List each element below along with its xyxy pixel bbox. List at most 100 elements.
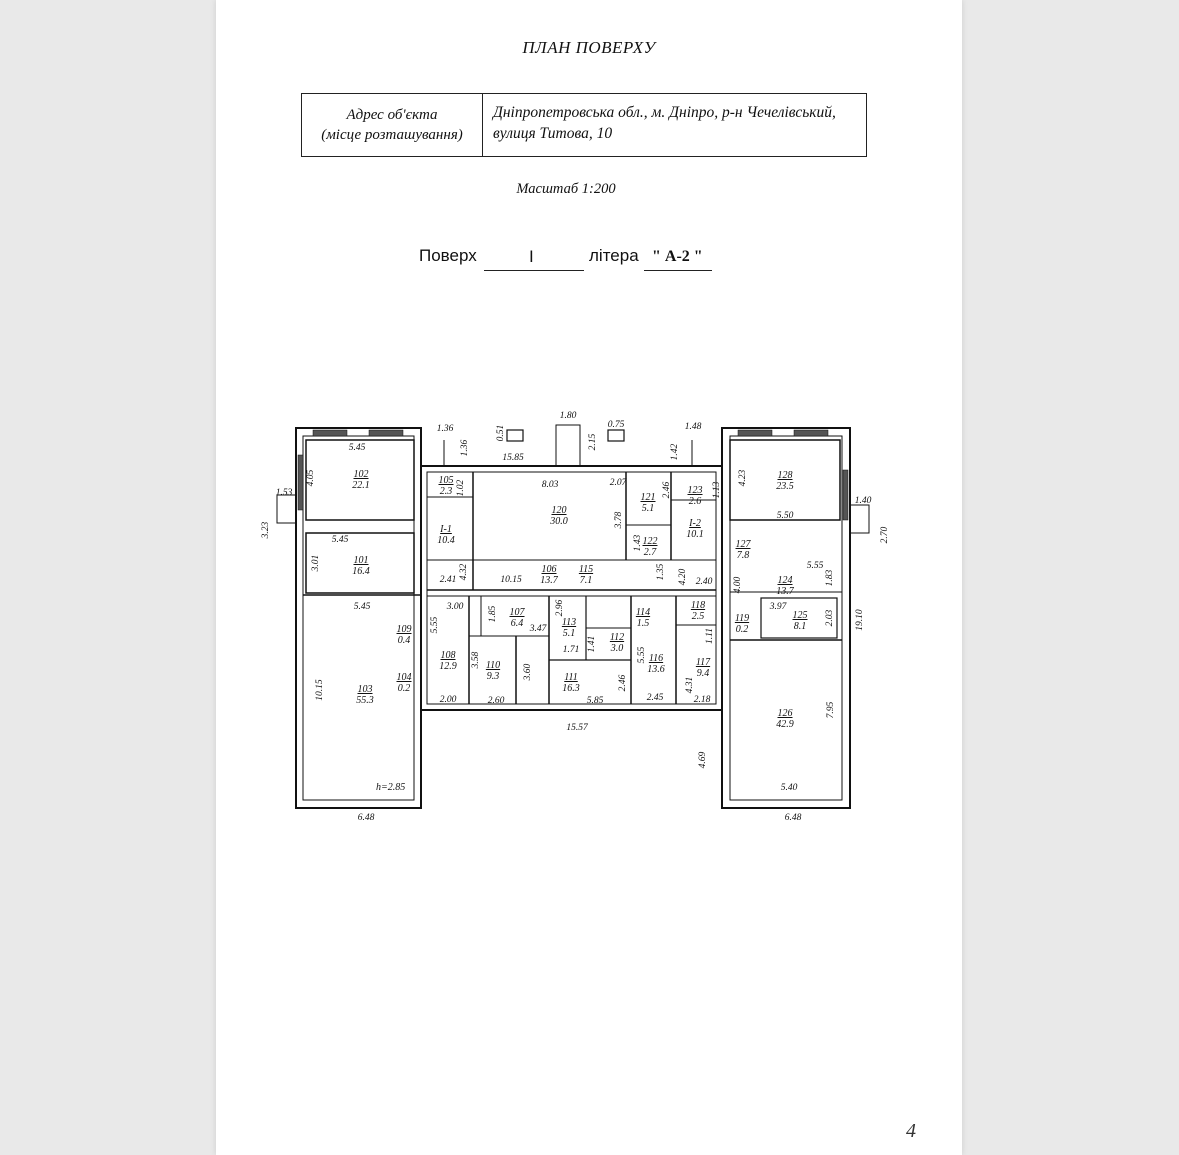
dimension-label: 0.75 xyxy=(608,420,625,430)
dimension-label: 3.01 xyxy=(311,555,321,573)
room-area: 9.4 xyxy=(697,668,710,679)
address-value-line2: вулиця Титова, 10 xyxy=(493,125,613,142)
dimension-label: 15.85 xyxy=(502,453,524,463)
room-area: 12.9 xyxy=(439,661,457,672)
room-number: 121 xyxy=(641,492,656,503)
room-number: 123 xyxy=(688,485,703,496)
dimension-label: 2.45 xyxy=(647,693,664,703)
room-number: 102 xyxy=(354,469,369,480)
dimension-label: 2.00 xyxy=(440,695,457,705)
dimension-label: 5.85 xyxy=(587,696,604,706)
dimension-label: 2.60 xyxy=(488,696,505,706)
letter-label: літера xyxy=(589,246,639,265)
room-number: 101 xyxy=(354,555,369,566)
dimension-label: 15.57 xyxy=(566,723,589,733)
dimension-label: 1.36 xyxy=(437,424,454,434)
room-number: 104 xyxy=(397,672,412,683)
dimension-label: 1.13 xyxy=(712,481,722,498)
room-area: 10.4 xyxy=(437,535,455,546)
room-area: 0.4 xyxy=(398,635,411,646)
room-number: 105 xyxy=(439,475,454,486)
dimension-label: 5.55 xyxy=(430,616,440,633)
room-area: 55.3 xyxy=(356,695,374,706)
room-area: 6.4 xyxy=(511,618,524,629)
dimension-label: 2.96 xyxy=(555,599,565,616)
room-area: 0.2 xyxy=(398,683,411,694)
dimension-label: 7.95 xyxy=(826,701,836,718)
room-area: 13.7 xyxy=(776,586,795,597)
room-number: 103 xyxy=(358,684,373,695)
dimension-label: 1.43 xyxy=(633,534,643,551)
room-area: 16.3 xyxy=(562,683,580,694)
room-area: 9.3 xyxy=(487,671,500,682)
address-label-line1: Адрес об'єкта xyxy=(346,107,438,123)
room-area: 2.5 xyxy=(692,611,705,622)
dimension-label: 1.48 xyxy=(685,422,702,432)
dimension-label: 5.55 xyxy=(637,646,647,663)
room-number: 125 xyxy=(793,610,808,621)
height-note: h=2.85 xyxy=(376,782,405,793)
dimension-label: 19.10 xyxy=(855,609,865,631)
document-title: ПЛАН ПОВЕРХУ xyxy=(522,38,656,57)
dimension-label: 5.45 xyxy=(349,443,366,453)
room-number: 127 xyxy=(736,539,752,550)
scale-label: Масштаб 1:200 xyxy=(516,181,616,197)
dimension-label: 3.60 xyxy=(523,663,533,681)
room-area: 42.9 xyxy=(776,719,794,730)
dimension-label: 3.78 xyxy=(614,511,624,529)
room-number: 110 xyxy=(486,660,500,671)
dimension-label: 4.31 xyxy=(685,677,695,694)
room-number: I-2 xyxy=(688,518,701,529)
dimension-label: 3.97 xyxy=(769,602,788,612)
dimension-label: 2.07 xyxy=(610,478,628,488)
room-number: 109 xyxy=(397,624,412,635)
dimension-label: 1.83 xyxy=(825,569,835,586)
dimension-label: 2.15 xyxy=(588,433,598,450)
dimension-label: 4.20 xyxy=(678,568,688,585)
dimension-label: 5.50 xyxy=(777,511,794,521)
address-value-line1: Дніпропетровська обл., м. Дніпро, р-н Че… xyxy=(493,104,836,121)
dimension-labels: 5.454.051.533.235.453.015.4510.156.481.3… xyxy=(261,411,890,823)
dimension-label: 5.45 xyxy=(332,535,349,545)
dimension-label: 4.23 xyxy=(738,469,748,486)
room-area: 2.6 xyxy=(689,496,702,507)
dimension-label: 3.23 xyxy=(261,521,271,539)
room-number: 117 xyxy=(696,657,711,668)
plan-walls xyxy=(276,424,870,809)
dimension-label: 2.46 xyxy=(662,481,672,498)
room-number: 108 xyxy=(441,650,456,661)
room-area: 3.0 xyxy=(610,643,624,654)
dimension-label: 5.55 xyxy=(807,561,824,571)
room-number: 106 xyxy=(542,564,557,575)
room-number: 118 xyxy=(691,600,705,611)
room-area: 22.1 xyxy=(352,480,370,491)
address-label-line2: (місце розташування) xyxy=(321,127,463,143)
floor-plan: 10222.110116.410355.31090.41040.21052.3I… xyxy=(261,411,890,823)
dimension-label: 2.18 xyxy=(694,695,711,705)
room-area: 0.2 xyxy=(736,624,749,635)
room-number: 120 xyxy=(552,505,567,516)
address-value-cell: Дніпропетровська обл., м. Дніпро, р-н Че… xyxy=(483,94,866,156)
dimension-label: 2.40 xyxy=(696,577,713,587)
dimension-label: 1.11 xyxy=(705,628,715,644)
dimension-label: 1.36 xyxy=(460,439,470,456)
room-area: 13.6 xyxy=(647,664,665,675)
dimension-label: 3.00 xyxy=(446,602,464,612)
room-number: 112 xyxy=(610,632,624,643)
room-number: 128 xyxy=(778,470,793,481)
dimension-label: 1.42 xyxy=(670,443,680,460)
room-area: 5.1 xyxy=(642,503,655,514)
dimension-label: 5.45 xyxy=(354,602,371,612)
room-number: 124 xyxy=(778,575,793,586)
dimension-label: 1.41 xyxy=(587,636,597,653)
room-area: 1.5 xyxy=(637,618,650,629)
room-area: 13.7 xyxy=(540,575,559,586)
letter-underline xyxy=(644,270,712,271)
address-table: Адрес об'єкта (місце розташування) Дніпр… xyxy=(301,93,867,157)
dimension-label: 6.48 xyxy=(358,813,375,823)
dimension-label: 2.41 xyxy=(440,575,457,585)
letter-value: " А-2 " xyxy=(652,248,703,265)
dimension-label: 10.15 xyxy=(500,575,522,585)
room-number: 114 xyxy=(636,607,650,618)
dimension-label: 1.80 xyxy=(560,411,577,421)
